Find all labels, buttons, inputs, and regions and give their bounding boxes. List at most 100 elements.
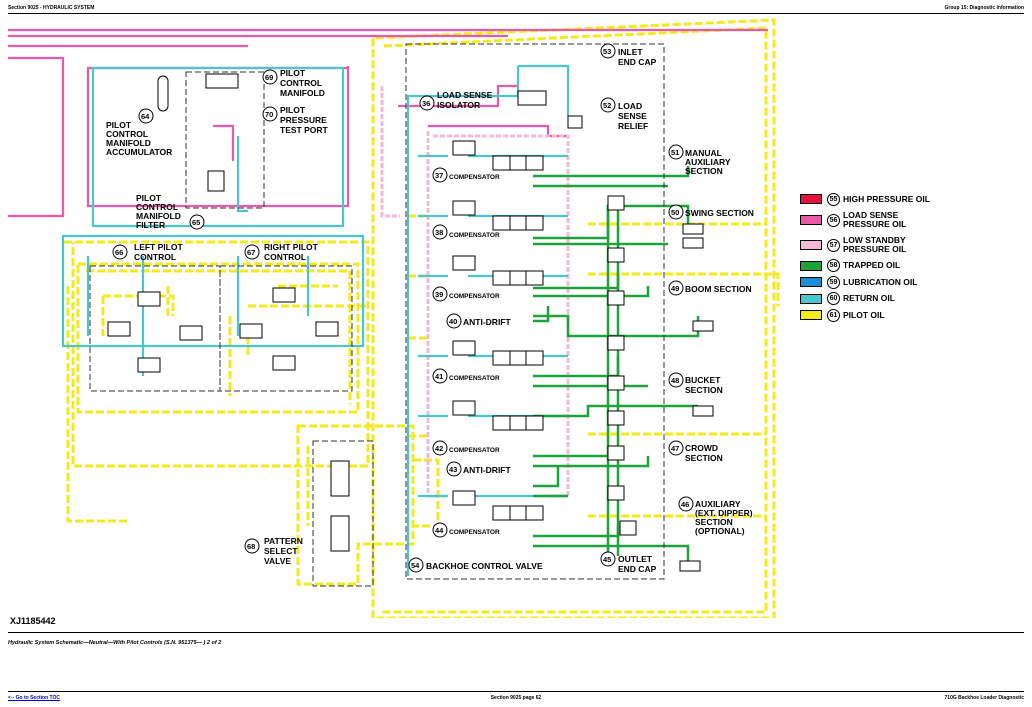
svg-text:END CAP: END CAP	[618, 57, 657, 67]
legend-swatch	[800, 293, 822, 304]
svg-text:50: 50	[671, 208, 679, 217]
svg-text:49: 49	[671, 284, 679, 293]
svg-text:CONTROL: CONTROL	[280, 78, 322, 88]
svg-text:36: 36	[422, 99, 430, 108]
legend-item-lubrication-oil: 59 LUBRICATION OIL	[800, 274, 933, 291]
pilot-oil-lines	[64, 18, 780, 618]
legend-label: RETURN OIL	[843, 293, 895, 304]
legend-number: 60	[827, 292, 840, 306]
figure-caption: Hydraulic System Schematic—Neutral—With …	[8, 640, 222, 646]
hydraulic-schematic: 53 INLET END CAP 36 LOAD SENSE ISOLATOR …	[8, 18, 780, 618]
label-compensator-39: 39 COMPENSATOR	[432, 286, 500, 302]
svg-text:MANIFOLD: MANIFOLD	[280, 88, 325, 98]
legend-label: HIGH PRESSURE OIL	[843, 193, 930, 204]
svg-text:39: 39	[435, 290, 443, 299]
svg-text:SWING SECTION: SWING SECTION	[685, 208, 754, 218]
header-group: Group 15: Diagnostic Information	[944, 5, 1024, 11]
label-auxiliary-ext-dipper-section: 46 AUXILIARY (EXT. DIPPER) SECTION (OPTI…	[678, 496, 753, 536]
svg-text:46: 46	[681, 500, 689, 509]
legend-item-load-sense-pressure-oil: 56 LOAD SENSE PRESSURE OIL	[800, 208, 933, 233]
svg-text:ANTI-DRIFT: ANTI-DRIFT	[463, 317, 511, 327]
svg-text:CONTROL: CONTROL	[134, 252, 176, 262]
legend-label: TRAPPED OIL	[843, 260, 901, 271]
label-load-sense-relief: 52 LOAD SENSE RELIEF	[600, 97, 648, 131]
svg-text:RELIEF: RELIEF	[618, 121, 648, 131]
svg-text:BOOM SECTION: BOOM SECTION	[685, 284, 752, 294]
svg-text:48: 48	[671, 376, 679, 385]
legend-label: LOAD SENSE PRESSURE OIL	[843, 210, 907, 229]
svg-text:52: 52	[603, 101, 611, 110]
label-pilot-pressure-test-port: 70 PILOT PRESSURE TEST PORT	[262, 105, 329, 135]
label-compensator-44: 44 COMPENSATOR	[432, 522, 500, 538]
svg-text:45: 45	[603, 555, 611, 564]
svg-text:64: 64	[141, 112, 150, 121]
legend-number: 59	[827, 275, 840, 289]
svg-text:COMPENSATOR: COMPENSATOR	[449, 174, 500, 181]
load-sense-lines	[8, 28, 768, 218]
legend-number: 61	[827, 308, 840, 322]
label-right-pilot-control: 67 RIGHT PILOT CONTROL	[244, 242, 319, 262]
svg-text:AUXILIARY: AUXILIARY	[695, 499, 741, 509]
svg-text:ISOLATOR: ISOLATOR	[437, 100, 480, 110]
label-left-pilot-control: 66 LEFT PILOT CONTROL	[112, 242, 183, 262]
svg-text:MANIFOLD: MANIFOLD	[106, 138, 151, 148]
svg-text:ACCUMULATOR: ACCUMULATOR	[106, 147, 172, 157]
svg-text:CROWD: CROWD	[685, 443, 718, 453]
svg-text:VALVE: VALVE	[264, 556, 291, 566]
svg-text:LOAD: LOAD	[618, 101, 642, 111]
svg-text:RIGHT PILOT: RIGHT PILOT	[264, 242, 319, 252]
label-boom-section: 49 BOOM SECTION	[668, 280, 752, 296]
figure-id: XJ1185442	[10, 616, 56, 626]
label-compensator-37: 37 COMPENSATOR	[432, 167, 500, 183]
component-labels: 53 INLET END CAP 36 LOAD SENSE ISOLATOR …	[106, 43, 754, 574]
svg-text:66: 66	[115, 248, 123, 257]
label-backhoe-control-valve: 54 BACKHOE CONTROL VALVE	[408, 557, 543, 573]
legend-number: 55	[827, 192, 840, 206]
valve-spools	[107, 73, 714, 572]
svg-text:TEST PORT: TEST PORT	[280, 125, 329, 135]
svg-text:COMPENSATOR: COMPENSATOR	[449, 447, 500, 454]
label-pilot-control-manifold: 69 PILOT CONTROL MANIFOLD	[262, 68, 325, 98]
svg-text:SECTION: SECTION	[685, 453, 723, 463]
svg-text:PILOT: PILOT	[136, 193, 162, 203]
legend-item-trapped-oil: 58 TRAPPED OIL	[800, 258, 933, 275]
legend-item-high-pressure-oil: 55 HIGH PRESSURE OIL	[800, 191, 933, 208]
return-oil-lines	[61, 64, 570, 576]
label-anti-drift-43: 43 ANTI-DRIFT	[446, 461, 511, 477]
legend-swatch	[800, 215, 822, 225]
svg-text:CONTROL: CONTROL	[106, 129, 148, 139]
legend-swatch	[800, 194, 822, 205]
label-compensator-41: 41 COMPENSATOR	[432, 368, 500, 384]
svg-text:53: 53	[603, 47, 611, 56]
svg-text:37: 37	[435, 171, 443, 180]
legend-label: LOW STANDBY PRESSURE OIL	[843, 235, 907, 254]
label-manual-auxiliary-section: 51 MANUAL AUXILIARY SECTION	[668, 144, 731, 176]
svg-text:SENSE: SENSE	[618, 111, 647, 121]
legend-swatch	[800, 310, 822, 321]
svg-text:40: 40	[449, 317, 457, 326]
svg-text:68: 68	[247, 542, 255, 551]
label-crowd-section: 47 CROWD SECTION	[668, 440, 723, 463]
legend-swatch	[800, 260, 822, 271]
svg-text:OUTLET: OUTLET	[618, 554, 653, 564]
component-boundaries	[89, 43, 665, 587]
svg-text:67: 67	[247, 248, 255, 257]
label-inlet-end-cap: 53 INLET END CAP	[600, 43, 657, 67]
svg-text:65: 65	[192, 218, 200, 227]
svg-text:CONTROL: CONTROL	[264, 252, 306, 262]
svg-text:41: 41	[435, 372, 443, 381]
svg-text:INLET: INLET	[618, 47, 643, 57]
svg-text:(OPTIONAL): (OPTIONAL)	[695, 526, 745, 536]
svg-text:70: 70	[265, 110, 273, 119]
svg-text:PILOT: PILOT	[106, 120, 132, 130]
go-to-section-toc-link[interactable]: <-- Go to Section TOC	[8, 695, 60, 701]
footer-rule	[8, 691, 1024, 692]
svg-text:PATTERN: PATTERN	[264, 536, 303, 546]
header-section: Section 9025 - HYDRAULIC SYSTEM	[8, 5, 95, 11]
label-pattern-select-valve: 68 PATTERN SELECT VALVE	[244, 536, 303, 566]
label-compensator-42: 42 COMPENSATOR	[432, 440, 500, 456]
legend-number: 58	[827, 259, 840, 273]
svg-text:ANTI-DRIFT: ANTI-DRIFT	[463, 465, 511, 475]
svg-text:CONTROL: CONTROL	[136, 202, 178, 212]
legend-label: LUBRICATION OIL	[843, 276, 918, 287]
